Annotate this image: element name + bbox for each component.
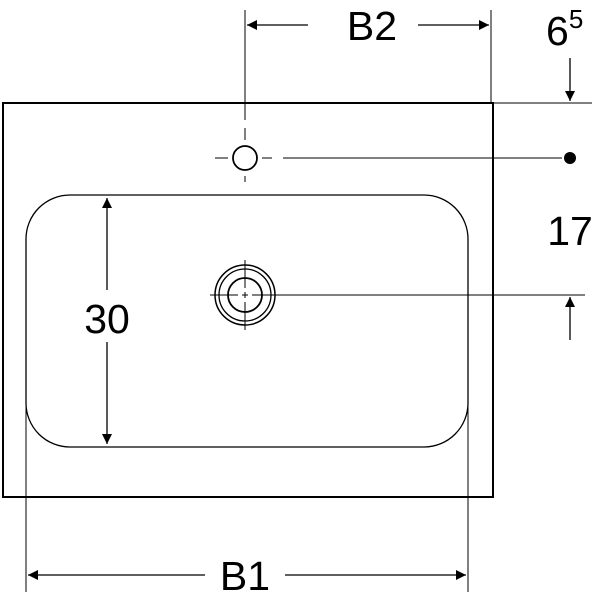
- dimension-b1-label: B1: [220, 553, 270, 599]
- basin-outline: [2, 102, 494, 498]
- dimension-30-label: 30: [84, 296, 130, 342]
- dimension-17-label: 17: [547, 208, 593, 254]
- dimension-b2-label: B2: [347, 3, 397, 49]
- tap-hole-reference-dot: [564, 152, 576, 164]
- dimension-b2: [244, 10, 492, 120]
- drain: [210, 260, 585, 330]
- dimension-6-5: [493, 58, 592, 104]
- bowl-outline: [25, 194, 469, 448]
- tap-hole: [215, 128, 562, 182]
- dimension-b1: [25, 392, 469, 592]
- dimension-6-5-label: 65: [546, 4, 583, 54]
